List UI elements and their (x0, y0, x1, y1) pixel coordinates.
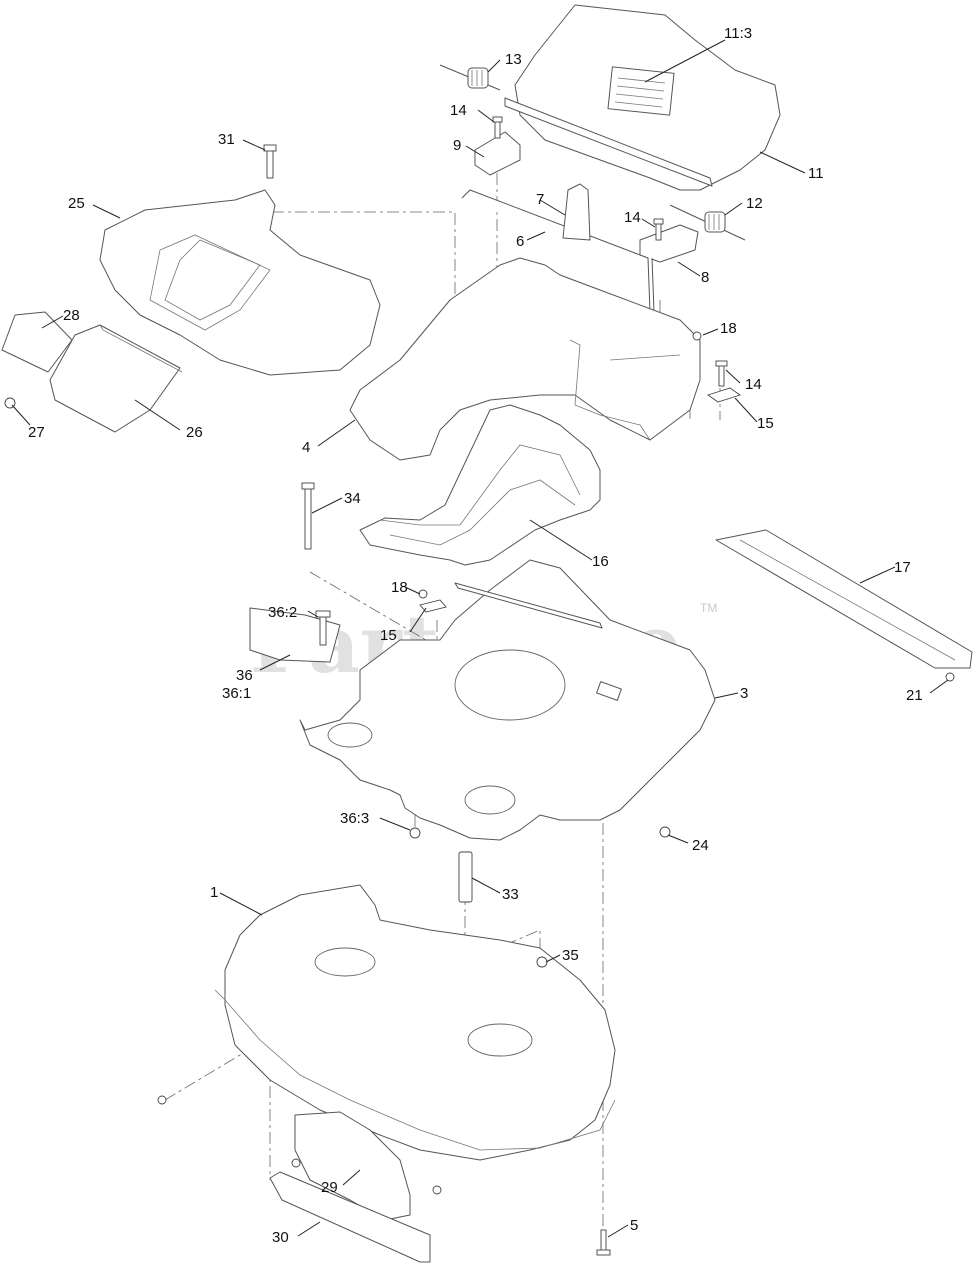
callout-36-1: 36:1 (222, 685, 251, 702)
callout-labels: 11:3 13 14 9 11 12 7 6 14 8 18 14 15 31 … (28, 25, 923, 1246)
callout-3: 3 (740, 685, 748, 702)
callout-11: 11 (808, 165, 824, 182)
callout-15-mid: 15 (380, 627, 397, 644)
spring-left (439, 64, 501, 91)
part-panel-28 (1, 311, 73, 373)
callout-16: 16 (592, 553, 609, 570)
watermark-tm: TM (700, 601, 717, 615)
callout-17: 17 (894, 559, 911, 576)
part-bracket-26 (49, 324, 183, 433)
callout-30: 30 (272, 1229, 289, 1246)
part-trim-17 (715, 529, 973, 669)
part-deck (214, 884, 616, 1161)
spring-right (669, 204, 746, 241)
callout-9: 9 (453, 137, 461, 154)
part-bracket-29 (294, 1111, 411, 1221)
callout-13: 13 (505, 51, 522, 68)
callout-36-3: 36:3 (340, 810, 369, 827)
callout-14-right: 14 (745, 376, 762, 393)
part-seat-cover (99, 189, 381, 376)
callout-7: 7 (536, 191, 544, 208)
part-channel (359, 404, 601, 566)
rod (461, 189, 655, 313)
callout-14-top: 14 (450, 102, 467, 119)
part-rail-30 (269, 1171, 431, 1263)
callout-34: 34 (344, 490, 361, 507)
callout-31: 31 (218, 131, 235, 148)
callout-4: 4 (302, 439, 310, 456)
callout-29: 29 (321, 1179, 338, 1196)
callout-36-2: 36:2 (268, 604, 297, 621)
bracket-right (639, 224, 699, 263)
callout-33: 33 (502, 886, 519, 903)
part-console-shroud (349, 257, 701, 461)
callout-25: 25 (68, 195, 85, 212)
callout-27: 27 (28, 424, 45, 441)
callout-36: 36 (236, 667, 253, 684)
callout-12: 12 (746, 195, 763, 212)
leader-lines (11, 39, 949, 1238)
callout-21: 21 (906, 687, 923, 704)
callout-35: 35 (562, 947, 579, 964)
callout-11-3: 11:3 (724, 25, 752, 42)
callout-8: 8 (701, 269, 709, 286)
callout-26: 26 (186, 424, 203, 441)
callout-14-mid: 14 (624, 209, 641, 226)
part-seat-panel (504, 4, 781, 191)
callout-28: 28 (63, 307, 80, 324)
lever (562, 183, 591, 241)
callout-24: 24 (692, 837, 709, 854)
hardware (4, 116, 955, 1256)
callout-18-mid: 18 (391, 579, 408, 596)
callout-1: 1 (210, 884, 218, 901)
bracket-left (474, 131, 521, 176)
callout-5: 5 (630, 1217, 638, 1234)
callout-6: 6 (516, 233, 524, 250)
callout-18-top: 18 (720, 320, 737, 337)
callout-15-right: 15 (757, 415, 774, 432)
part-chassis-plate (249, 559, 716, 841)
